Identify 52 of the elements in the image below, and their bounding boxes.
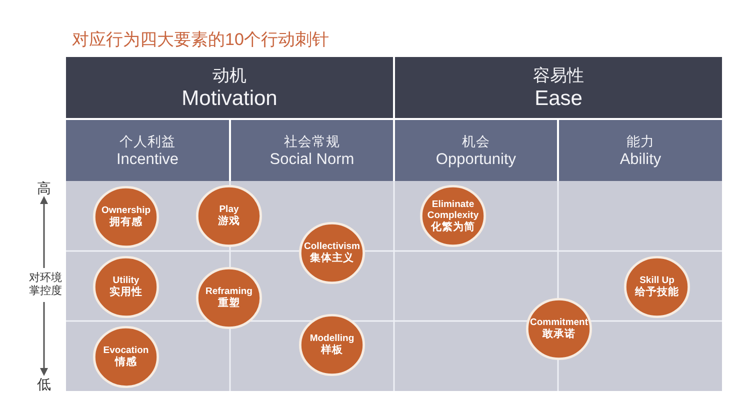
tactic-name: Play	[219, 204, 239, 215]
tactic-name-translation: 样板	[321, 344, 343, 357]
category-title: 容易性	[533, 64, 584, 86]
factor-title: 机会	[462, 132, 490, 150]
tactic-name-translation: 实用性	[110, 286, 142, 299]
tactic-circle	[526, 298, 592, 360]
tactic-name-translation: 重塑	[218, 297, 240, 310]
tactic-name: Ownership	[101, 205, 151, 216]
tactic-name-translation: 拥有感	[110, 216, 142, 229]
factor-header	[395, 120, 557, 181]
factor-subtitle: Incentive	[116, 150, 179, 168]
category-subtitle: Ease	[534, 86, 582, 110]
tactic-name-translation: 敢承诺	[542, 328, 576, 341]
tactic-name-translation: 化繁为简	[431, 220, 475, 234]
factor-header	[231, 120, 393, 181]
chart-title: 对应行为四大要素的10个行动刺针	[72, 29, 329, 50]
factor-subtitle: Social Norm	[270, 150, 354, 168]
tactic-name: Utility	[112, 275, 140, 286]
factor-header	[66, 120, 229, 181]
tactic-name: Modelling	[310, 333, 354, 344]
factor-title: 社会常规	[284, 132, 340, 150]
factor-subtitle: Opportunity	[436, 150, 516, 168]
category-subtitle: Motivation	[182, 86, 278, 110]
tactic-name: Eliminate Complexity	[426, 198, 480, 220]
factor-title: 能力	[626, 132, 654, 150]
tactic-name-translation: 给予技能	[635, 286, 679, 299]
factor-title: 个人利益	[120, 132, 176, 150]
tactic-circle	[299, 314, 365, 376]
tactic-name-translation: 情感	[115, 356, 137, 369]
factor-header	[559, 120, 722, 181]
tactic-circle	[93, 326, 159, 388]
tactic-circle	[93, 186, 159, 248]
tactic-circle	[196, 267, 262, 329]
tactic-circle	[624, 256, 690, 318]
tactic-circle	[299, 222, 365, 284]
tactic-name-translation: 游戏	[218, 215, 240, 228]
tactic-circle	[196, 185, 262, 247]
tactic-name: Commitment	[530, 317, 588, 328]
category-header	[395, 57, 722, 118]
tactic-name: Reframing	[206, 286, 252, 297]
tactic-name: Evocation	[103, 345, 149, 356]
category-title: 动机	[212, 64, 246, 86]
tactic-name: Skill Up	[640, 275, 674, 286]
tactic-name-translation: 集体主义	[310, 252, 354, 265]
axis-end-label: 高	[37, 180, 51, 196]
category-header	[66, 57, 393, 118]
axis-end-label: 低	[37, 376, 51, 392]
tactic-circle	[93, 256, 159, 318]
tactic-circle	[420, 185, 486, 247]
factor-subtitle: Ability	[620, 150, 662, 168]
tactic-name: Collectivism	[304, 241, 360, 252]
axis-title: 对环境掌控度	[28, 272, 63, 298]
